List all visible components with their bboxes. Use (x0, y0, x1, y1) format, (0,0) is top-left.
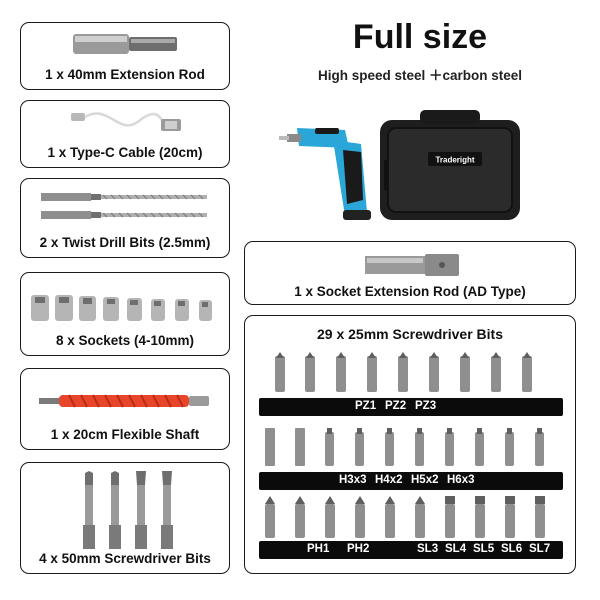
long-bit-sl (135, 471, 147, 549)
extension-rod-card: 1 x 40mm Extension Rod (20, 22, 230, 90)
bits-row-3-band: PH1 PH2 SL3 SL4 SL5 SL6 SL7 (259, 541, 563, 559)
bit-label-sl7: SL7 (529, 543, 551, 555)
drill-bits-card: 2 x Twist Drill Bits (2.5mm) (20, 178, 230, 258)
sockets-label: 8 x Sockets (4-10mm) (55, 333, 195, 348)
bit-label-sl6: SL6 (501, 543, 523, 555)
bits-row-2-band: H3x3 H4x2 H5x2 H6x3 (259, 472, 563, 490)
flex-shaft-card: 1 x 20cm Flexible Shaft (20, 368, 230, 450)
bit-label-h6x3: H6x3 (447, 474, 475, 486)
product-image: Traderight (279, 110, 520, 220)
cordless-screwdriver-image (279, 128, 371, 220)
cable-card: 1 x Type-C Cable (20cm) (20, 100, 230, 168)
socket-ext-image (365, 254, 459, 276)
bit-label-sl5: SL5 (473, 543, 495, 555)
page-title: Full size (352, 18, 488, 56)
bits-panel-title: 29 x 25mm Screwdriver Bits (317, 326, 503, 342)
bit-label-pz3: PZ3 (415, 400, 437, 412)
long-bit-pz (109, 471, 121, 549)
sockets-image (31, 295, 212, 321)
flex-shaft-label: 1 x 20cm Flexible Shaft (50, 427, 200, 442)
long-bits-image (83, 471, 173, 549)
bit-label-sl3: SL3 (417, 543, 439, 555)
cable-image (71, 112, 181, 131)
bit-label-sl4: SL4 (445, 543, 467, 555)
drill-bits-image (41, 193, 207, 219)
bits-panel: 29 x 25mm Screwdriver Bits PZ1 PZ2 PZ3 (244, 315, 576, 574)
bits-row-1 (275, 352, 532, 392)
bit-label-ph1: PH1 (307, 543, 330, 555)
bits-row-2 (265, 428, 544, 466)
bits-row-1-band: PZ1 PZ2 PZ3 (259, 398, 563, 416)
long-bit-ph (83, 471, 95, 549)
bit-label-pz2: PZ2 (385, 400, 407, 412)
extension-rod-label: 1 x 40mm Extension Rod (45, 67, 205, 82)
bit-label-h5x2: H5x2 (411, 474, 439, 486)
bit-label-h3x3: H3x3 (339, 474, 367, 486)
socket-ext-card: 1 x Socket Extension Rod (AD Type) (244, 241, 576, 305)
drill-bits-label: 2 x Twist Drill Bits (2.5mm) (39, 235, 211, 250)
material-subtitle: High speed steel ＋carbon steel (317, 68, 523, 83)
long-bits-card: 4 x 50mm Screwdriver Bits (20, 462, 230, 574)
long-bits-label: 4 x 50mm Screwdriver Bits (39, 551, 211, 566)
case-logo: Traderight (435, 156, 474, 165)
long-bit-sl2 (161, 471, 173, 549)
bits-row-3 (265, 496, 545, 538)
bit-label-ph2: PH2 (347, 543, 370, 555)
sockets-card: 8 x Sockets (4-10mm) (20, 272, 230, 356)
extension-rod-image (73, 34, 177, 54)
carry-case-image: Traderight (380, 110, 520, 220)
flex-shaft-image (39, 394, 209, 408)
bit-label-pz1: PZ1 (355, 400, 377, 412)
cable-label: 1 x Type-C Cable (20cm) (47, 145, 203, 160)
bit-label-h4x2: H4x2 (375, 474, 403, 486)
socket-ext-label: 1 x Socket Extension Rod (AD Type) (294, 284, 526, 299)
